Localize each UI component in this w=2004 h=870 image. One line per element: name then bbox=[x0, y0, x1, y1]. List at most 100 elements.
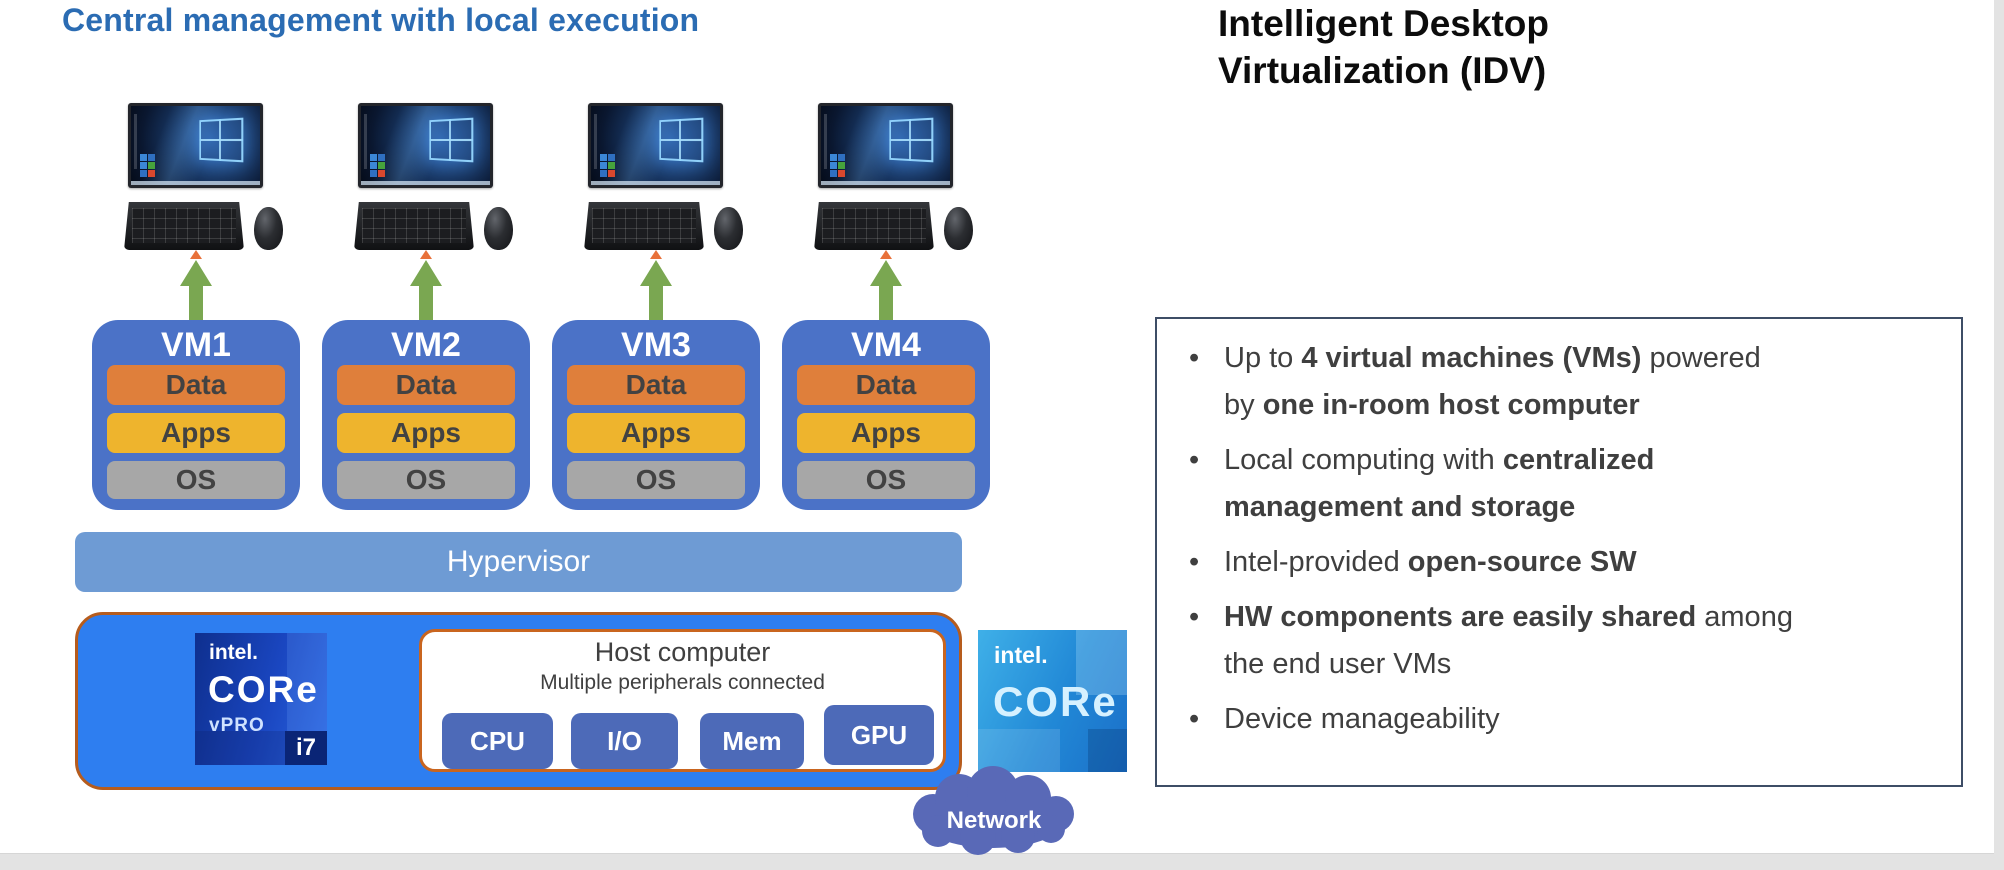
tile bbox=[148, 162, 155, 169]
chip-cpu: CPU bbox=[442, 713, 553, 769]
bullet-line: by one in-room host computer bbox=[1224, 382, 1943, 429]
arrow-tip bbox=[880, 250, 892, 259]
keyboard-icon bbox=[814, 202, 934, 250]
bold-text: 4 virtual machines (VMs) bbox=[1301, 342, 1642, 374]
start-sidebar bbox=[134, 114, 137, 169]
idv-heading-line1: Intelligent Desktop bbox=[1218, 3, 1549, 44]
bullet-line: Up to 4 virtual machines (VMs) powered bbox=[1224, 335, 1943, 382]
tile bbox=[370, 170, 377, 177]
monitor-icon bbox=[818, 103, 953, 188]
vm-layer-os: OS bbox=[797, 461, 975, 499]
arrow-head bbox=[870, 260, 902, 286]
idv-heading-line2: Virtualization (IDV) bbox=[1218, 50, 1547, 91]
keyboard-icon bbox=[584, 202, 704, 250]
start-menu-tiles bbox=[600, 154, 615, 177]
badge-corner-top-right bbox=[1076, 630, 1127, 696]
windows-logo-icon bbox=[199, 117, 244, 163]
tile bbox=[608, 162, 615, 169]
tile bbox=[148, 170, 155, 177]
hypervisor-bar: Hypervisor bbox=[75, 532, 962, 592]
start-sidebar bbox=[824, 114, 827, 169]
tile bbox=[600, 154, 607, 161]
bullet-line: the end user VMs bbox=[1224, 641, 1943, 688]
monitor-icon bbox=[358, 103, 493, 188]
tile bbox=[600, 162, 607, 169]
mouse-icon bbox=[714, 207, 743, 250]
arrow-tip bbox=[650, 250, 662, 259]
slide-title: Central management with local execution bbox=[62, 2, 700, 38]
vm-layer-apps: Apps bbox=[797, 413, 975, 453]
monitor-screen bbox=[591, 106, 720, 185]
chip-i-o: I/O bbox=[571, 713, 678, 769]
windows-logo-icon bbox=[889, 117, 934, 163]
keyboard-keys bbox=[592, 208, 696, 243]
monitor-screen bbox=[821, 106, 950, 185]
tile bbox=[608, 154, 615, 161]
vm-layer-data: Data bbox=[107, 365, 285, 405]
chip-gpu: GPU bbox=[824, 705, 934, 765]
intel-core-vpro-i7-badge: intel. CORe vPRO i7 bbox=[195, 633, 327, 765]
arrow-tip bbox=[190, 250, 202, 259]
start-sidebar bbox=[594, 114, 597, 169]
keyboard-keys bbox=[362, 208, 466, 243]
start-menu-tiles bbox=[830, 154, 845, 177]
taskbar bbox=[821, 181, 950, 185]
arrow-head bbox=[640, 260, 672, 286]
mouse-icon bbox=[484, 207, 513, 250]
vm-layer-apps: Apps bbox=[107, 413, 285, 453]
bullet-item: HW components are easily shared among the… bbox=[1185, 594, 1943, 688]
bullet-item: Device manageability bbox=[1185, 696, 1943, 743]
regular-text: powered bbox=[1641, 342, 1761, 374]
badge-corner-bottom-left bbox=[978, 729, 1060, 772]
vm-layer-os: OS bbox=[567, 461, 745, 499]
windows-logo-icon bbox=[659, 117, 704, 163]
right-strip bbox=[1994, 0, 2004, 870]
host-computer-box: intel. CORe vPRO i7 Host computer Multip… bbox=[75, 612, 962, 790]
tile bbox=[838, 162, 845, 169]
vm-layer-apps: Apps bbox=[337, 413, 515, 453]
bullet-line: HW components are easily shared among bbox=[1224, 594, 1943, 641]
regular-text: by bbox=[1224, 389, 1263, 421]
start-menu-tiles bbox=[140, 154, 155, 177]
tile bbox=[370, 154, 377, 161]
regular-text: the end user VMs bbox=[1224, 648, 1452, 680]
up-arrow-2 bbox=[410, 250, 442, 322]
bold-text: centralized bbox=[1502, 444, 1655, 476]
taskbar bbox=[361, 181, 490, 185]
vm-layer-data: Data bbox=[567, 365, 745, 405]
intel-logo: intel. bbox=[994, 642, 1048, 668]
chip-mem: Mem bbox=[700, 713, 804, 769]
tile bbox=[830, 162, 837, 169]
up-arrow-3 bbox=[640, 250, 672, 322]
intel-logo: intel. bbox=[209, 641, 259, 664]
tile bbox=[608, 170, 615, 177]
bold-text: open-source SW bbox=[1407, 546, 1637, 578]
bullet-item: Up to 4 virtual machines (VMs) poweredby… bbox=[1185, 335, 1943, 429]
regular-text: Intel-provided bbox=[1224, 546, 1408, 578]
keyboard-keys bbox=[132, 208, 236, 243]
taskbar bbox=[131, 181, 260, 185]
arrow-shaft bbox=[189, 284, 203, 320]
regular-text: Local computing with bbox=[1224, 444, 1503, 476]
host-computer-title: Host computer bbox=[594, 637, 771, 667]
endpoint-set-2 bbox=[346, 103, 513, 253]
up-arrow-4 bbox=[870, 250, 902, 322]
idv-heading: Intelligent Desktop Virtualization (IDV) bbox=[1218, 0, 1549, 94]
endpoint-set-1 bbox=[116, 103, 283, 253]
monitor-icon bbox=[128, 103, 263, 188]
badge-corner-bottom-right bbox=[1088, 729, 1127, 772]
bottom-strip bbox=[0, 853, 2004, 870]
core-wordmark: CORe bbox=[208, 669, 319, 710]
vm-label: VM1 bbox=[161, 326, 231, 364]
hypervisor-label: Hypervisor bbox=[446, 545, 591, 578]
intel-core-badge: intel. CORe bbox=[978, 630, 1127, 772]
start-sidebar bbox=[364, 114, 367, 169]
taskbar bbox=[591, 181, 720, 185]
feature-bullet-list: Up to 4 virtual machines (VMs) poweredby… bbox=[1157, 319, 1961, 743]
bold-text: one in-room host computer bbox=[1262, 389, 1640, 421]
bullet-line: Intel-provided open-source SW bbox=[1224, 539, 1943, 586]
vm-layer-os: OS bbox=[107, 461, 285, 499]
